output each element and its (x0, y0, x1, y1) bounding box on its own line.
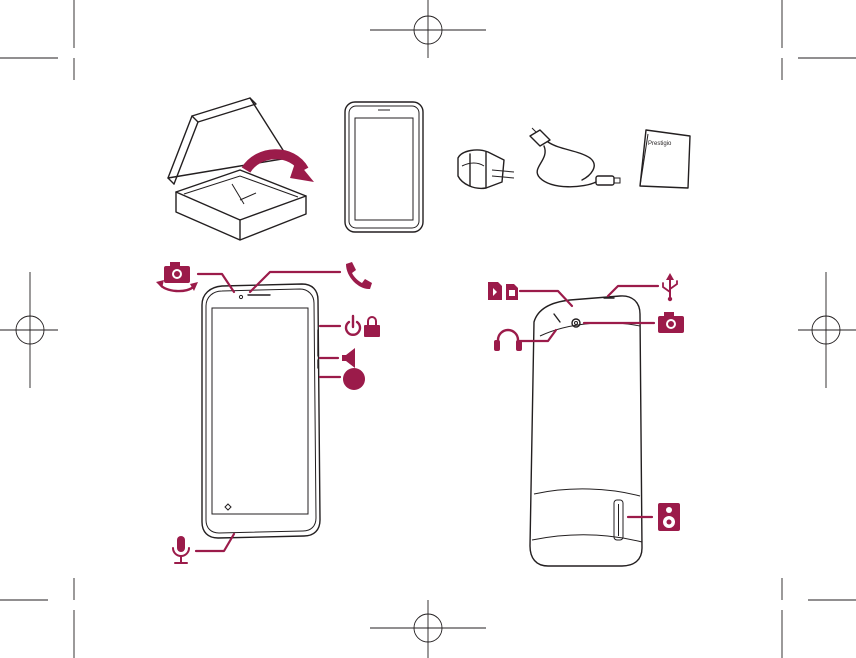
gift-box (168, 98, 314, 240)
charger-adapter (458, 150, 514, 188)
lock-icon (364, 317, 380, 337)
registration-mark-left (0, 272, 58, 388)
registration-mark-right (798, 272, 856, 388)
manual-brand-label: Prestigio (648, 141, 672, 147)
usb-icon (663, 273, 677, 301)
tablet-accessory-view (345, 102, 423, 232)
phone-icon (346, 262, 372, 289)
tablet-back (530, 296, 642, 566)
speaker-icon (658, 503, 680, 531)
usb-cable (530, 128, 620, 187)
manual-booklet: Prestigio (640, 130, 690, 188)
reset-dot-icon (343, 368, 365, 390)
camera-icon (658, 312, 684, 333)
rotate-camera-icon (156, 262, 198, 291)
registration-mark-top (370, 0, 486, 58)
tablet-front (202, 284, 320, 538)
sim-card-icon (488, 282, 518, 300)
microphone-icon (173, 536, 189, 563)
power-icon (346, 316, 360, 335)
volume-icon (342, 348, 355, 368)
registration-mark-bottom (370, 600, 486, 658)
back-leader-lines (518, 286, 658, 517)
headphones-icon (494, 330, 522, 351)
